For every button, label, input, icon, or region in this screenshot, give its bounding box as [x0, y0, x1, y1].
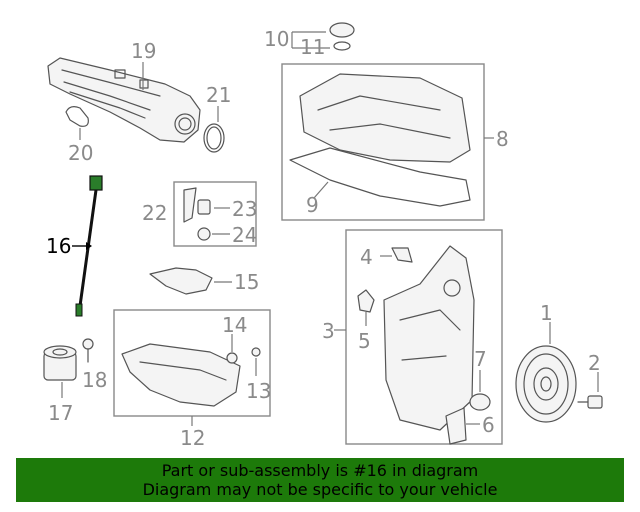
callout-24: 24 [232, 223, 257, 247]
callout-14: 14 [222, 313, 247, 337]
baffle-plate-part [149, 267, 213, 295]
drain-bolt-part [251, 347, 261, 357]
callout-20: 20 [68, 141, 93, 165]
oil-filter-part [43, 345, 77, 381]
o-ring-part [203, 123, 225, 153]
callout-16: 16 [46, 234, 71, 258]
callout-23: 23 [232, 197, 257, 221]
info-banner: Part or sub-assembly is #16 in diagram D… [16, 458, 624, 502]
seal-part [357, 289, 375, 313]
washer-part [226, 352, 238, 364]
callout-11: 11 [300, 35, 325, 59]
callout-5: 5 [358, 329, 371, 353]
callout-17: 17 [48, 401, 73, 425]
callout-1: 1 [540, 301, 553, 325]
cover-gasket-part [445, 407, 467, 445]
pulley-bolt-part [577, 395, 603, 409]
callout-21: 21 [206, 83, 231, 107]
callout-15: 15 [234, 270, 259, 294]
bushing-part [197, 199, 211, 215]
callout-18: 18 [82, 368, 107, 392]
callout-3: 3 [322, 319, 335, 343]
callout-6: 6 [482, 413, 495, 437]
callout-7: 7 [474, 347, 487, 371]
callout-10: 10 [264, 27, 289, 51]
callout-19: 19 [131, 39, 156, 63]
callout-22: 22 [142, 201, 167, 225]
crank-seal-part [469, 393, 491, 411]
timing-cover-part [383, 245, 475, 431]
manifold-gasket-part [65, 106, 89, 127]
box-8 [281, 63, 485, 221]
callout-8: 8 [496, 127, 509, 151]
banner-line-1: Part or sub-assembly is #16 in diagram [161, 461, 479, 480]
callout-9: 9 [306, 193, 319, 217]
callout-13: 13 [246, 379, 271, 403]
sensor-part [391, 247, 413, 263]
parts-diagram: 19 20 21 16 22 23 24 15 14 13 12 17 [43, 22, 603, 450]
crank-pulley-part [515, 345, 577, 423]
callout-12: 12 [180, 426, 205, 450]
banner-line-2: Diagram may not be specific to your vehi… [142, 480, 498, 499]
callout-2: 2 [588, 351, 601, 375]
valve-cover-part [299, 73, 471, 163]
cap-seal-part [333, 41, 351, 51]
intake-manifold-part [47, 57, 201, 143]
filter-bolt-part [82, 338, 94, 350]
box-22 [173, 181, 257, 247]
callout-4: 4 [360, 245, 373, 269]
nut-part [197, 227, 211, 241]
bracket-part [183, 187, 197, 223]
box-3 [345, 229, 503, 445]
oil-pan-part [121, 343, 241, 407]
filler-cap-part [329, 22, 355, 38]
valve-cover-gasket-part [289, 147, 471, 207]
